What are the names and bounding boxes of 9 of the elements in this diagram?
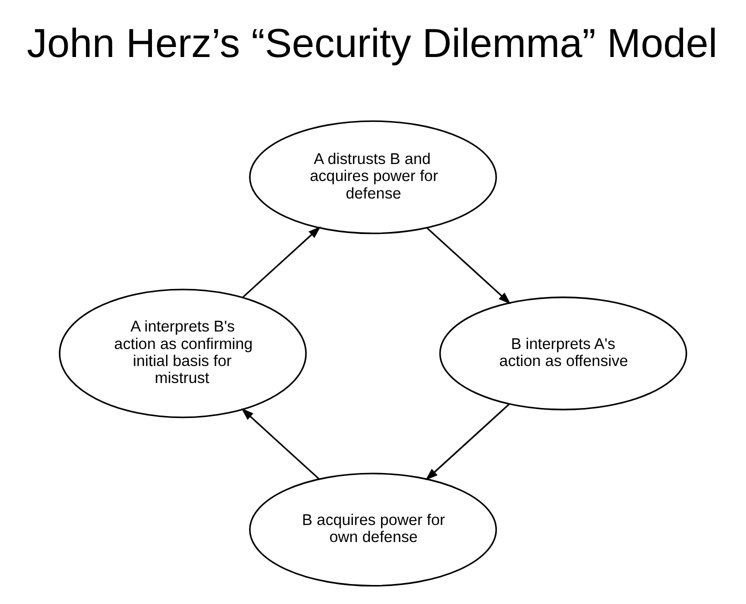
node-ellipse: B acquires power for own defense <box>249 472 497 587</box>
diagram-title: John Herz’s “Security Dilemma” Model <box>26 20 718 66</box>
node-ellipse: A distrusts B and acquires power for defense <box>249 120 497 234</box>
arrow <box>426 227 511 304</box>
node-ellipse: B interprets A's action as offensive <box>439 296 688 410</box>
arrow <box>242 226 321 298</box>
arrow <box>241 408 320 480</box>
arrow <box>425 404 510 480</box>
node-ellipse: A interprets B's action as confirming initial basis for mistrust <box>58 288 307 418</box>
